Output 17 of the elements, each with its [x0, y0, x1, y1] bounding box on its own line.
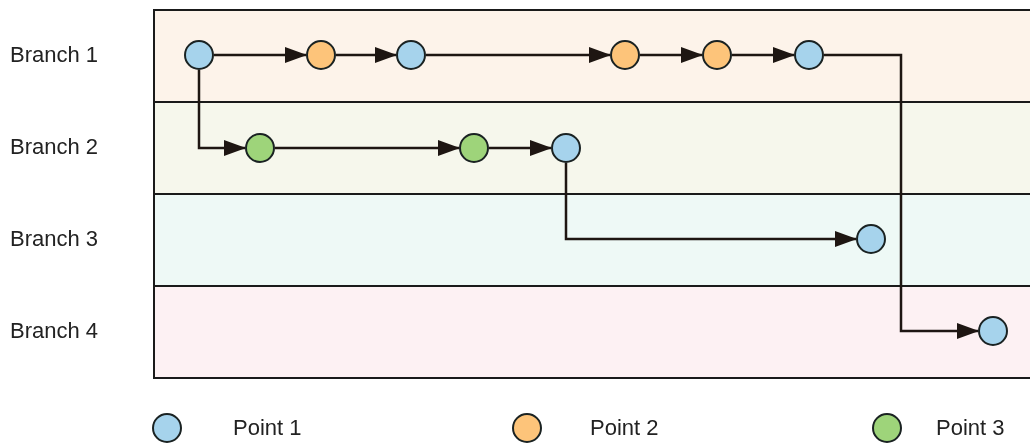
lane-label: Branch 3: [10, 226, 99, 252]
arrow: [732, 47, 795, 63]
arrow: [214, 47, 307, 63]
lane-label: Branch 4: [10, 318, 99, 344]
arrow: [824, 53, 979, 339]
legend-label: Point 3: [936, 415, 1005, 441]
arrow: [336, 47, 397, 63]
arrow: [640, 47, 703, 63]
legend-label: Point 2: [590, 415, 659, 441]
arrow: [426, 47, 611, 63]
arrow: [564, 163, 857, 247]
legend-label: Point 1: [233, 415, 302, 441]
arrow: [275, 140, 460, 156]
arrow: [197, 70, 246, 156]
arrow: [489, 140, 552, 156]
lane-label: Branch 1: [10, 42, 99, 68]
lane-label: Branch 2: [10, 134, 99, 160]
